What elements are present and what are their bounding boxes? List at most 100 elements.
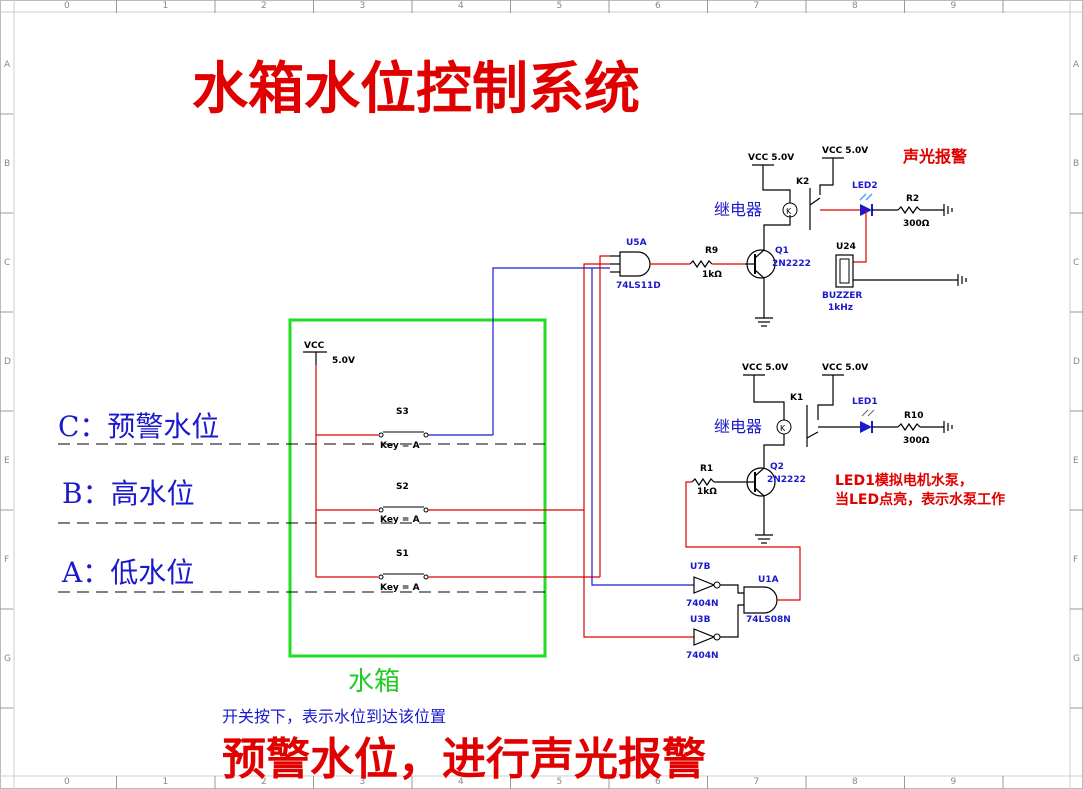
wire-u3b-u1a bbox=[720, 604, 744, 638]
svg-text:K: K bbox=[786, 207, 792, 216]
svg-text:Q1: Q1 bbox=[775, 246, 789, 256]
frame-col-label: 0 bbox=[64, 777, 70, 787]
svg-text:U7B: U7B bbox=[690, 562, 711, 572]
resistor-r1: R1 1kΩ bbox=[691, 464, 717, 497]
frame-col-label: 9 bbox=[951, 777, 957, 787]
diagram-title: 水箱水位控制系统 bbox=[192, 56, 640, 122]
frame-col-label: 9 bbox=[951, 1, 957, 11]
svg-text:U24: U24 bbox=[836, 242, 856, 252]
svg-text:R2: R2 bbox=[906, 194, 919, 204]
svg-text:Key = A: Key = A bbox=[380, 583, 420, 593]
svg-text:LED1: LED1 bbox=[852, 397, 878, 407]
wire-to-u7b bbox=[591, 268, 694, 586]
svg-text:LED2: LED2 bbox=[852, 181, 878, 191]
pump-note-line1: LED1模拟电机水泵， bbox=[835, 472, 973, 489]
transistor-q2: Q2 2N2222 bbox=[745, 462, 806, 497]
frame-col-label: 6 bbox=[655, 777, 661, 787]
water-tank-box bbox=[288, 318, 547, 658]
vcc-main: VCC 5.0V bbox=[303, 341, 355, 366]
svg-text:VCC 5.0V: VCC 5.0V bbox=[822, 363, 868, 373]
svg-text:S2: S2 bbox=[396, 482, 409, 492]
frame-row-label: G bbox=[1073, 654, 1080, 664]
svg-text:2N2222: 2N2222 bbox=[772, 259, 811, 269]
vcc-k1-coil: VCC 5.0V bbox=[742, 363, 788, 420]
svg-text:7404N: 7404N bbox=[686, 599, 719, 609]
resistor-r10: R10 300Ω bbox=[897, 411, 944, 446]
wire-u1a-r1 bbox=[685, 481, 801, 601]
frame-col-label: 6 bbox=[655, 1, 661, 11]
switch-s2[interactable]: S2 Key = A bbox=[316, 482, 584, 525]
vcc-k1-contact: VCC 5.0V bbox=[817, 363, 868, 420]
svg-text:1kΩ: 1kΩ bbox=[697, 487, 717, 497]
frame-row-label: D bbox=[4, 357, 11, 367]
ground-q2 bbox=[755, 534, 773, 544]
svg-text:74LS08N: 74LS08N bbox=[746, 615, 791, 625]
frame-col-label: 5 bbox=[557, 777, 563, 787]
level-c-label: C：预警水位 bbox=[58, 410, 219, 443]
svg-text:VCC: VCC bbox=[304, 341, 325, 351]
resistor-r2: R2 300Ω bbox=[897, 194, 944, 229]
svg-text:U5A: U5A bbox=[626, 238, 647, 248]
vcc-k2-contact: VCC 5.0V bbox=[819, 146, 868, 195]
ground-q1 bbox=[755, 317, 773, 327]
switch-s3[interactable]: S3 Key = A bbox=[316, 407, 493, 451]
svg-text:7404N: 7404N bbox=[686, 651, 719, 661]
svg-text:K: K bbox=[780, 424, 786, 433]
frame-row-label: F bbox=[1073, 555, 1078, 565]
ground-buzzer bbox=[957, 274, 967, 286]
frame-row-label: E bbox=[1073, 456, 1079, 466]
svg-text:R10: R10 bbox=[904, 411, 923, 421]
frame-col-label: 3 bbox=[360, 1, 366, 11]
svg-text:Q2: Q2 bbox=[770, 462, 784, 472]
frame-row-label: G bbox=[4, 654, 11, 664]
frame-col-label: 7 bbox=[754, 777, 760, 787]
frame-row-label: F bbox=[4, 555, 9, 565]
svg-text:74LS11D: 74LS11D bbox=[616, 281, 661, 291]
tank-note: 开关按下，表示水位到达该位置 bbox=[222, 707, 446, 726]
vcc-k2-coil: VCC 5.0V bbox=[748, 153, 794, 203]
frame-row-label: B bbox=[4, 159, 10, 169]
ground-r2 bbox=[943, 204, 953, 216]
frame-col-label: 8 bbox=[852, 777, 858, 787]
svg-text:2N2222: 2N2222 bbox=[767, 475, 806, 485]
frame-col-label: 4 bbox=[458, 777, 464, 787]
frame-col-label: 2 bbox=[261, 777, 267, 787]
svg-text:1kHz: 1kHz bbox=[828, 303, 853, 313]
wire-to-u3b bbox=[583, 510, 694, 638]
svg-text:继电器: 继电器 bbox=[714, 417, 762, 436]
pump-note-line2: 当LED点亮，表示水泵工作 bbox=[835, 491, 1005, 508]
wire-s2-u5a bbox=[583, 263, 610, 510]
svg-text:U1A: U1A bbox=[758, 575, 779, 585]
frame-col-label: 8 bbox=[852, 1, 858, 11]
wire-k2-buzzer bbox=[853, 210, 867, 263]
frame-row-label: D bbox=[1073, 357, 1080, 367]
gate-u7b: U7B 7404N bbox=[686, 562, 721, 609]
level-b-label: B：高水位 bbox=[62, 477, 195, 510]
gate-u1a: U1A 74LS08N bbox=[743, 575, 791, 625]
gate-u3b: U3B 7404N bbox=[686, 615, 721, 661]
q1-collector bbox=[763, 215, 791, 250]
svg-text:VCC 5.0V: VCC 5.0V bbox=[748, 153, 794, 163]
svg-text:5.0V: 5.0V bbox=[332, 356, 355, 366]
svg-text:继电器: 继电器 bbox=[714, 200, 762, 219]
switch-s1[interactable]: S1 Key = A bbox=[316, 549, 600, 593]
frame-col-label: 1 bbox=[163, 777, 169, 787]
svg-text:VCC 5.0V: VCC 5.0V bbox=[742, 363, 788, 373]
transistor-q1: Q1 2N2222 bbox=[745, 246, 811, 279]
water-tank-label: 水箱 bbox=[348, 667, 400, 697]
svg-text:300Ω: 300Ω bbox=[903, 436, 930, 446]
ground-r10 bbox=[943, 421, 953, 433]
frame-col-label: 1 bbox=[163, 1, 169, 11]
svg-text:1kΩ: 1kΩ bbox=[702, 270, 722, 280]
frame-col-label: 5 bbox=[557, 1, 563, 11]
svg-text:K2: K2 bbox=[796, 177, 809, 187]
buzzer-u24: U24 BUZZER 1kHz bbox=[822, 242, 958, 313]
svg-text:S3: S3 bbox=[396, 407, 409, 417]
relay-k1: K K1 继电器 bbox=[714, 393, 819, 447]
frame-row-label: E bbox=[4, 456, 10, 466]
svg-text:Key = A: Key = A bbox=[380, 441, 420, 451]
svg-text:300Ω: 300Ω bbox=[903, 219, 930, 229]
